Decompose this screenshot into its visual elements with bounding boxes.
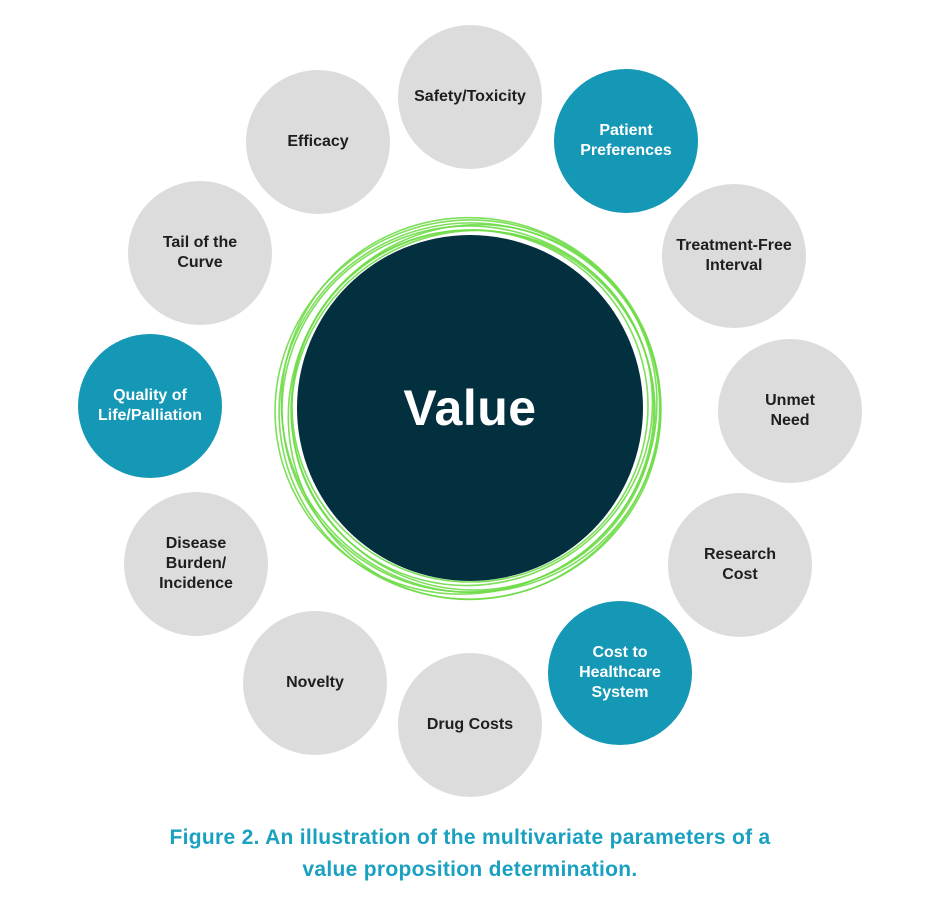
- node-safety-toxicity: Safety/Toxicity: [398, 25, 542, 169]
- scribble-ring: [290, 229, 654, 587]
- center-value-circle: Value: [297, 235, 643, 581]
- center-label: Value: [403, 380, 537, 436]
- node-patient-preferences: Patient Preferences: [554, 69, 698, 213]
- center-scribble-rings: [274, 216, 662, 601]
- node-novelty: Novelty: [243, 611, 387, 755]
- figure-caption: Figure 2. An illustration of the multiva…: [0, 822, 940, 886]
- node-cost-to-healthcare-system: Cost to Healthcare System: [548, 601, 692, 745]
- scribble-ring: [278, 222, 662, 600]
- node-label: Patient Preferences: [580, 122, 672, 159]
- node-drug-costs: Drug Costs: [398, 653, 542, 797]
- node-label: Treatment-Free Interval: [676, 237, 792, 274]
- node-treatment-free-interval: Treatment-Free Interval: [662, 184, 806, 328]
- node-label: Research Cost: [703, 546, 777, 583]
- caption-line-1: Figure 2. An illustration of the multiva…: [169, 826, 771, 849]
- node-label: Quality of Life/Palliation: [97, 387, 202, 424]
- node-label: Efficacy: [287, 133, 349, 150]
- node-label: Tail of the Curve: [162, 234, 238, 271]
- node-tail-of-the-curve: Tail of the Curve: [128, 181, 272, 325]
- scribble-ring: [287, 223, 661, 601]
- node-label: Drug Costs: [426, 716, 514, 733]
- node-unmet-need: Unmet Need: [718, 339, 862, 483]
- node-disease-burden-incidence: Disease Burden/ Incidence: [124, 492, 268, 636]
- node-label: Novelty: [286, 674, 344, 691]
- caption-line-2: value proposition determination.: [302, 858, 638, 881]
- node-label: Unmet Need: [765, 392, 815, 429]
- node-quality-of-life-palliation: Quality of Life/Palliation: [78, 334, 222, 478]
- node-label: Disease Burden/ Incidence: [159, 535, 233, 592]
- node-efficacy: Efficacy: [246, 70, 390, 214]
- node-label: Safety/Toxicity: [414, 88, 526, 105]
- node-label: Cost to Healthcare System: [579, 644, 661, 701]
- node-research-cost: Research Cost: [668, 493, 812, 637]
